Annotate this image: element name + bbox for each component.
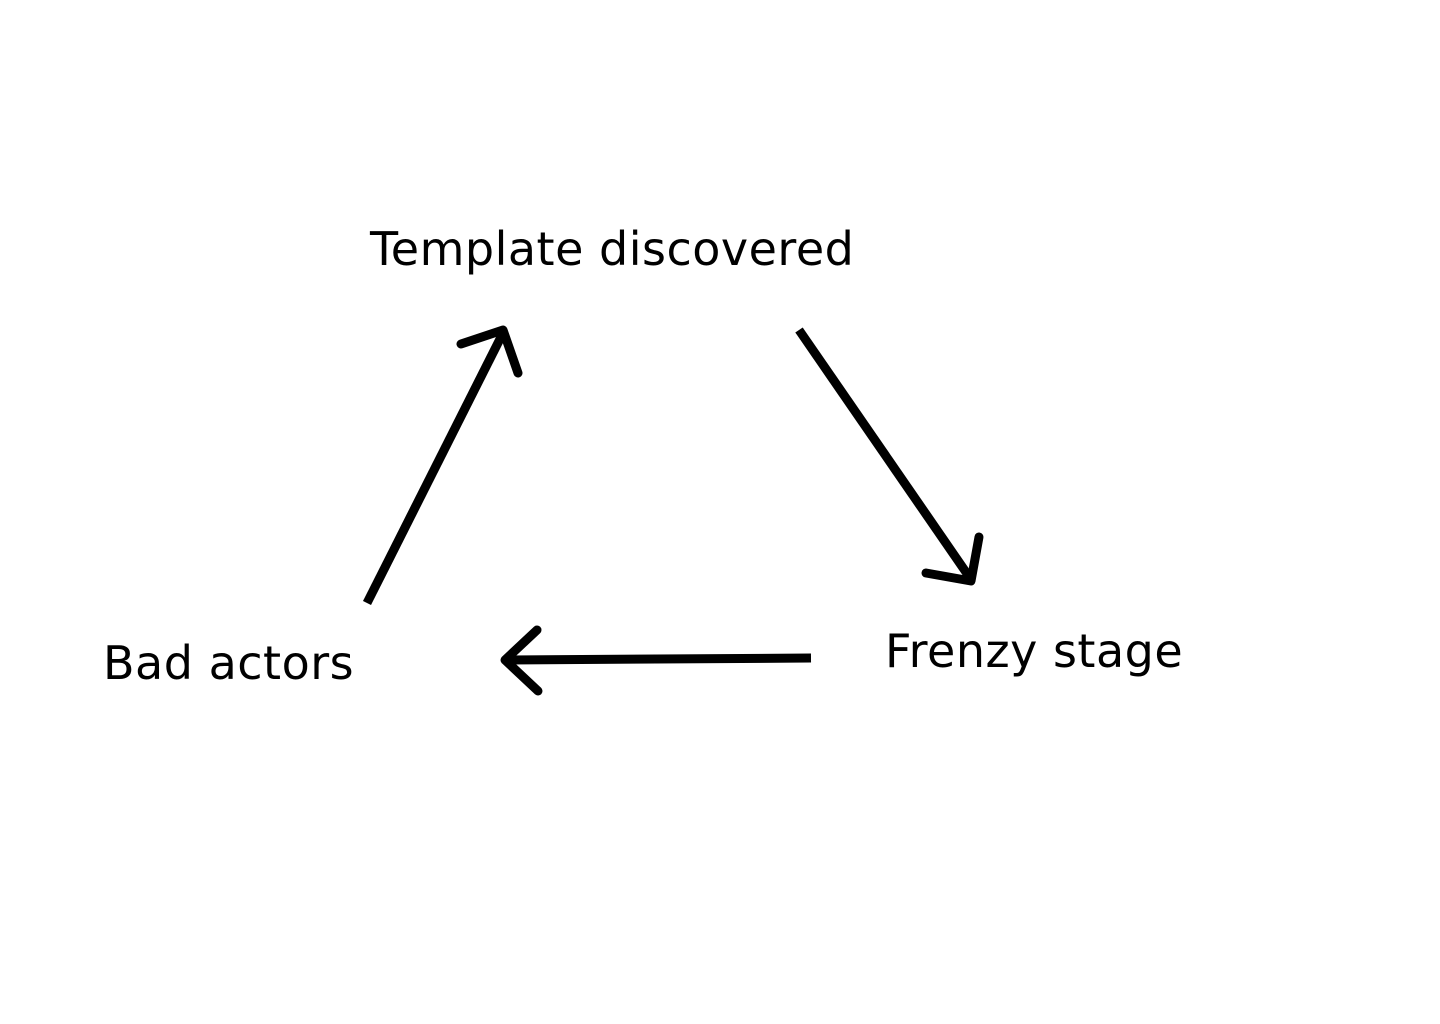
arrow-head-icon <box>921 532 984 586</box>
arrow-head-icon <box>456 325 523 378</box>
arrow-frenzy-to-bad-actors <box>500 625 812 696</box>
arrow-template-to-frenzy <box>795 327 984 586</box>
arrow-bad-actors-to-template <box>362 325 523 606</box>
arrow-head-icon <box>500 625 543 696</box>
node-frenzy-stage: Frenzy stage <box>885 624 1183 678</box>
node-template-discovered: Template discovered <box>369 222 854 276</box>
node-bad-actors: Bad actors <box>103 636 354 690</box>
arrow-shaft <box>795 327 974 581</box>
arrow-shaft <box>362 330 508 606</box>
arrow-shaft <box>505 653 812 665</box>
